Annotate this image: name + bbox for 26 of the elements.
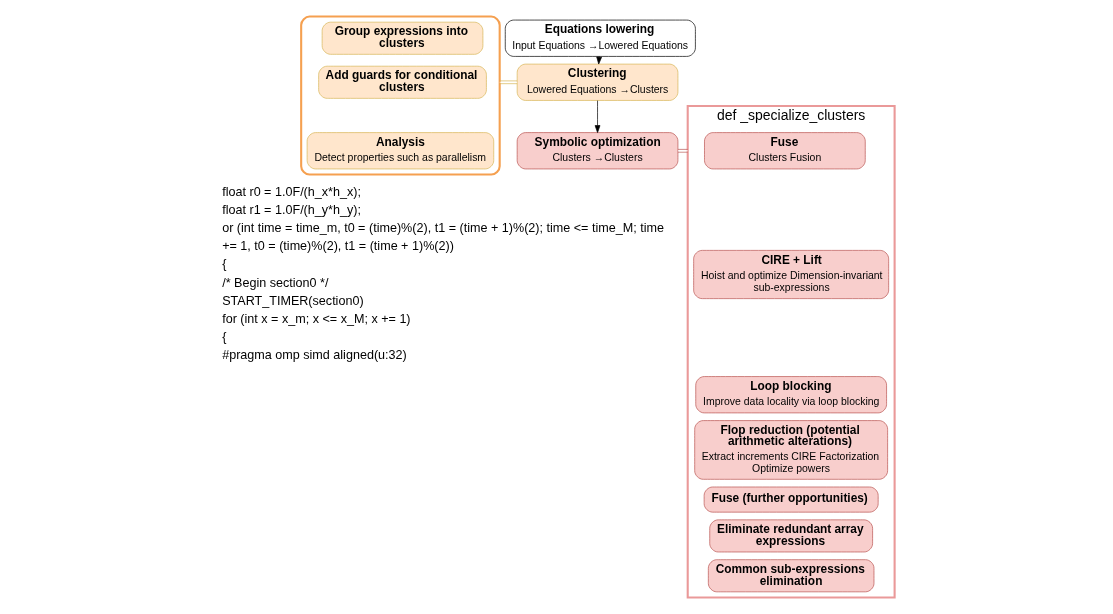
connector — [498, 80, 517, 84]
label: /* Begin section0 */ — [221, 275, 328, 290]
node-box: Group expressions into clusters — [321, 21, 483, 55]
node-box: Clustering Lowered Equations →Clusters — [516, 63, 678, 101]
connector — [677, 149, 688, 153]
node-box: Symbolic optimization Clusters →Clusters — [516, 132, 678, 170]
node-box: Flop reduction (potential arithmetic alterations) Extract increments CIRE Factorization Optimize powers — [693, 420, 888, 480]
label: or (int time = time_m, t0 = (time)%(2), t1 = (time + 1)%(2); time <= time_M; time — [221, 221, 664, 236]
label: START_TIMER(section0) — [221, 293, 364, 308]
label: { — [221, 330, 226, 345]
node-box: Common sub-expressions elimination — [707, 559, 874, 593]
node-box: Add guards for conditional clusters — [317, 65, 487, 99]
label: { — [221, 257, 226, 272]
label: float r0 = 1.0F/(h_x*h_x); — [221, 184, 361, 199]
node-box: Analysis Detect properties such as parallelism — [306, 132, 494, 170]
node-box: Eliminate redundant array expressions — [708, 519, 873, 553]
arrow — [594, 100, 600, 133]
label: for (int x = x_m; x <= x_M; x += 1) — [221, 312, 411, 327]
node-box: CIRE + Lift Hoist and optimize Dimension-invariant sub-expressions — [692, 250, 889, 299]
node-box: Loop blocking Improve data locality via loop blocking — [694, 376, 887, 414]
label: float r1 = 1.0F/(h_y*h_y); — [221, 202, 361, 217]
label: += 1, t0 = (time)%(2), t1 = (time + 1)%(2)) — [221, 239, 454, 254]
label: #pragma omp simd aligned(u:32) — [221, 348, 407, 363]
cluster — [299, 15, 501, 176]
node-box: Fuse (further opportunities) — [703, 486, 879, 513]
node-box: Fuse Clusters Fusion — [703, 132, 866, 170]
